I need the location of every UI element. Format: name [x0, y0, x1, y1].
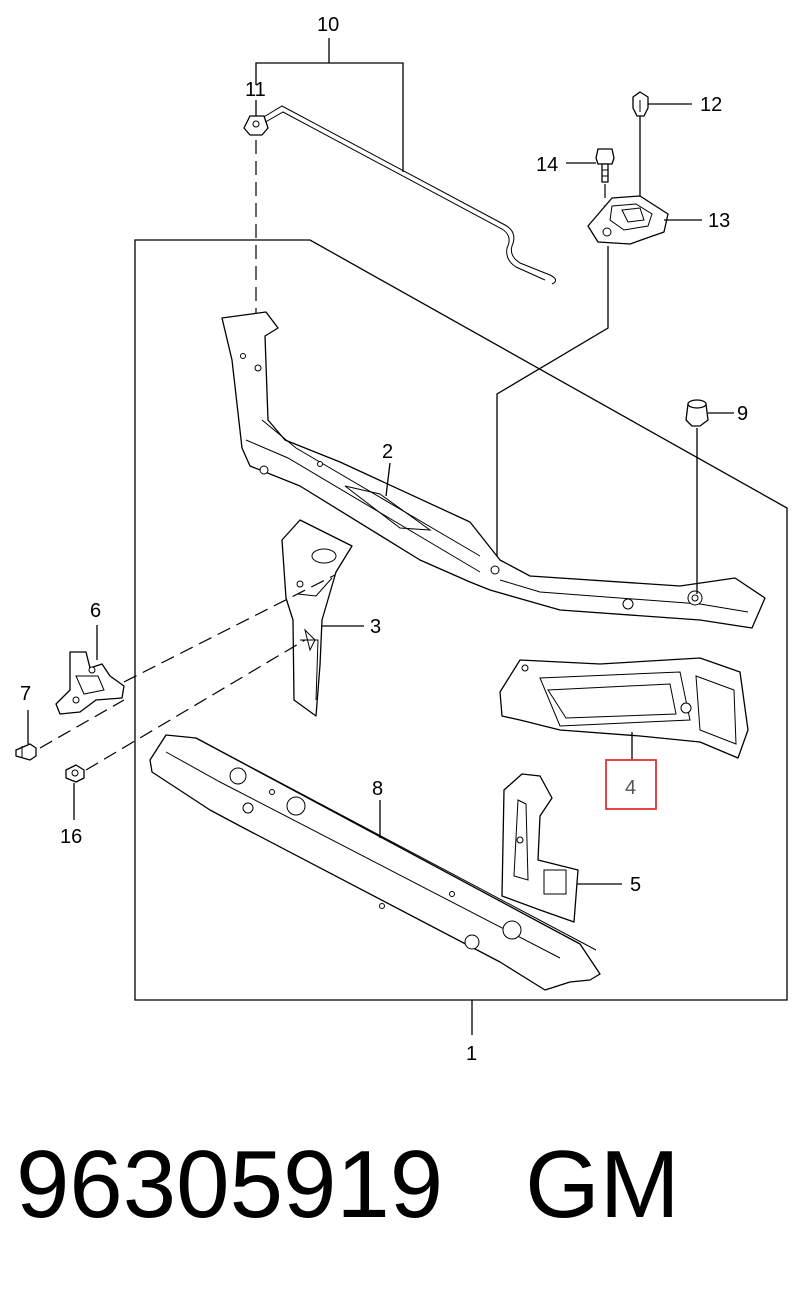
callout-12: 12	[700, 94, 722, 116]
hood-latch-bracket	[587, 195, 669, 245]
headlamp-support	[499, 657, 749, 759]
callout-6: 6	[90, 600, 101, 622]
leader-13-down	[496, 246, 609, 570]
callout-11: 11	[245, 79, 266, 101]
lower-tie-bar	[149, 734, 601, 991]
callout-4: 4	[625, 777, 636, 799]
bolt	[595, 148, 615, 183]
callout-4-highlight	[605, 759, 657, 810]
part-number: 96305919	[16, 1131, 444, 1238]
upper-tie-bar	[221, 311, 766, 629]
leader-2	[385, 462, 391, 497]
callout-14: 14	[536, 154, 558, 176]
center-support	[281, 519, 353, 717]
callout-13: 13	[708, 210, 730, 232]
dash-7	[39, 699, 125, 749]
callout-16: 16	[60, 826, 82, 848]
part-number-footer: 96305919 GM	[16, 1130, 796, 1240]
hood-latch	[55, 651, 125, 715]
side-member	[501, 773, 579, 923]
assembly-frame	[134, 239, 788, 1001]
hood-prop-rod-shadow	[261, 111, 546, 281]
screw-7	[15, 743, 37, 761]
callout-10: 10	[317, 14, 339, 36]
bolt-16	[65, 764, 85, 783]
callout-2: 2	[382, 441, 393, 463]
dash-6-3	[123, 574, 336, 683]
parts-diagram: 1 2 3 4 5 6 7 8 9 10 11 12 13 14 16	[15, 14, 788, 1065]
callout-3: 3	[370, 616, 381, 638]
hood-bumper	[685, 399, 709, 427]
push-pin	[632, 91, 649, 117]
callout-7: 7	[20, 683, 31, 705]
hood-prop-rod	[261, 105, 556, 285]
leader-10	[255, 38, 404, 172]
callout-9: 9	[737, 403, 748, 425]
callout-5: 5	[630, 874, 641, 896]
dash-16	[85, 639, 306, 771]
callout-8: 8	[372, 778, 383, 800]
callout-1: 1	[466, 1043, 477, 1065]
brand-name: GM	[525, 1131, 680, 1238]
prop-rod-clip	[243, 115, 269, 136]
